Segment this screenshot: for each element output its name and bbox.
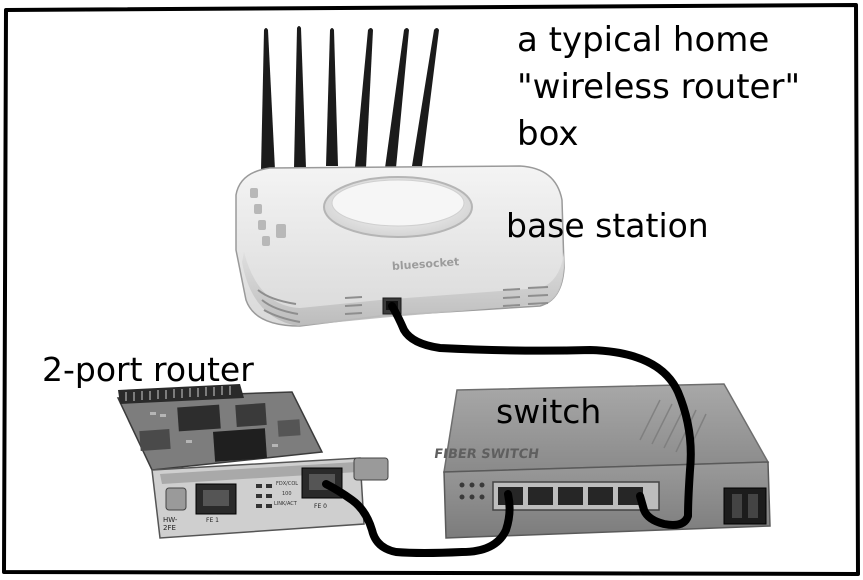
router-model-label-1: HW- bbox=[163, 516, 178, 524]
switch-ports bbox=[498, 487, 643, 505]
router-led-label-2: 100 bbox=[282, 491, 292, 497]
antenna-group bbox=[261, 26, 439, 170]
base-station-label: base station bbox=[506, 206, 709, 245]
router-port-fe0-label: FE 0 bbox=[314, 503, 327, 510]
cable-base-to-switch bbox=[388, 302, 695, 529]
router-model-label-2: 2FE bbox=[163, 524, 176, 532]
router-chips bbox=[139, 402, 301, 462]
home-router-label-line-1: a typical home bbox=[517, 20, 770, 60]
page-border bbox=[2, 3, 860, 576]
home-router-label-line-3: box bbox=[517, 114, 579, 154]
router-led-label-1: FDX/COL bbox=[276, 481, 298, 487]
router-2port-label: 2-port router bbox=[42, 350, 254, 389]
base-station-brand: bluesocket bbox=[392, 255, 460, 273]
cable-switch-to-router bbox=[322, 480, 514, 557]
switch-leds bbox=[459, 482, 485, 500]
vent-slots bbox=[257, 286, 549, 323]
router-led-label-3: LINK/ACT bbox=[274, 501, 298, 507]
home-router-label: a typical home "wireless router" box bbox=[517, 20, 800, 161]
base-station-device: bluesocket bbox=[235, 26, 565, 327]
router-card-device: FDX/COL 100 LINK/ACT HW- 2FE FE 1 FE 0 bbox=[116, 384, 389, 539]
home-router-label-line-2: "wireless router" bbox=[517, 67, 801, 107]
switch-panel-text: FIBER SWITCH bbox=[433, 447, 540, 462]
switch-device: FIBER SWITCH bbox=[433, 383, 771, 539]
switch-label: switch bbox=[496, 392, 602, 431]
router-port-fe1-label: FE 1 bbox=[206, 517, 219, 524]
status-icons bbox=[250, 188, 286, 246]
switch-fiber-connector bbox=[723, 487, 767, 525]
network-cables bbox=[322, 302, 695, 557]
router-thumbscrews bbox=[165, 457, 389, 511]
